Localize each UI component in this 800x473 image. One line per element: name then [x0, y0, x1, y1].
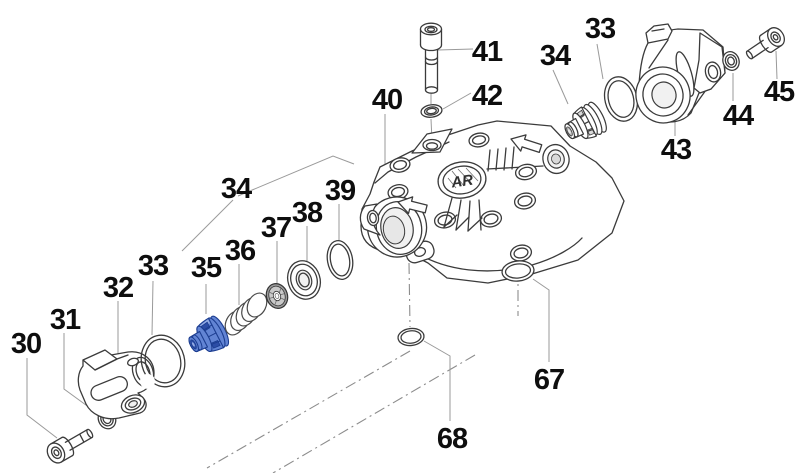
part-33-oring-left[interactable]: [130, 331, 190, 393]
part-label-68[interactable]: 68: [437, 423, 469, 455]
part-label-43[interactable]: 43: [661, 134, 693, 166]
leader-line-34: [552, 69, 569, 105]
part-38-washer[interactable]: [283, 257, 325, 304]
part-label-37[interactable]: 37: [261, 212, 292, 244]
head-left-port: [366, 196, 428, 258]
leader-line-68: [423, 340, 451, 421]
part-label-42[interactable]: 42: [472, 80, 503, 112]
leader-line-45: [775, 50, 778, 80]
part-label-35[interactable]: 35: [191, 252, 223, 284]
part-45-bolt[interactable]: [742, 25, 788, 65]
part-35-valve-highlighted[interactable]: [183, 314, 232, 361]
part-label-41[interactable]: 41: [472, 36, 504, 68]
part-68-oring[interactable]: [397, 327, 425, 347]
part-label-33[interactable]: 33: [138, 250, 170, 282]
part-42-washer[interactable]: [420, 103, 443, 118]
leader-line-33: [596, 43, 604, 80]
part-label-67[interactable]: 67: [534, 364, 565, 396]
part-label-32[interactable]: 32: [103, 272, 134, 304]
leader-line-41: [437, 48, 474, 51]
flow-arrow-icon: [397, 196, 428, 215]
head-right-port: [542, 143, 570, 175]
brand-logo-text: AR: [449, 172, 474, 192]
part-label-44[interactable]: 44: [723, 100, 755, 132]
valve-axis-centerline: [206, 350, 411, 469]
part-44-washer[interactable]: [720, 49, 742, 72]
leader-line-34: [181, 199, 234, 252]
flow-arrow-icon: [510, 134, 543, 154]
part-label-31[interactable]: 31: [50, 304, 82, 336]
part-label-39[interactable]: 39: [325, 175, 357, 207]
part-43-inlet-fitting[interactable]: [630, 23, 726, 129]
part-label-34[interactable]: 34: [540, 40, 572, 72]
oring-gap: [139, 373, 155, 389]
part-37-seal[interactable]: [263, 281, 291, 311]
oring-68-centerline: [408, 262, 411, 328]
part-41-bolt[interactable]: [419, 22, 443, 94]
part-label-33[interactable]: 33: [585, 13, 617, 45]
valve-axis-centerline: [272, 354, 476, 473]
fitting-slot: [90, 376, 128, 401]
head-bolt-holes: [387, 132, 538, 262]
part-34-valve-assembly[interactable]: [559, 100, 610, 148]
part-label-36[interactable]: 36: [225, 235, 257, 267]
part-39-oring[interactable]: [324, 239, 355, 282]
fitting-tab: [645, 23, 673, 44]
leader-line-67: [532, 278, 550, 362]
leader-line-42: [442, 92, 472, 110]
part-36-spring[interactable]: [221, 290, 270, 338]
leader-line-34: [237, 155, 355, 197]
head-left-ear: [359, 203, 381, 236]
part-32-outlet-fitting[interactable]: [77, 349, 157, 420]
part-40-pump-head[interactable]: AR: [359, 120, 625, 284]
part-30-bolt[interactable]: [44, 423, 97, 466]
leader-line-33: [151, 280, 154, 336]
part-label-38[interactable]: 38: [292, 197, 324, 229]
part-67-oring[interactable]: [501, 259, 535, 282]
part-label-40[interactable]: 40: [372, 84, 403, 116]
leader-line-30: [26, 358, 58, 439]
part-label-34[interactable]: 34: [221, 173, 253, 205]
head-logo-boss: AR: [437, 161, 487, 199]
part-label-30[interactable]: 30: [11, 328, 42, 360]
part-label-45[interactable]: 45: [764, 76, 796, 108]
